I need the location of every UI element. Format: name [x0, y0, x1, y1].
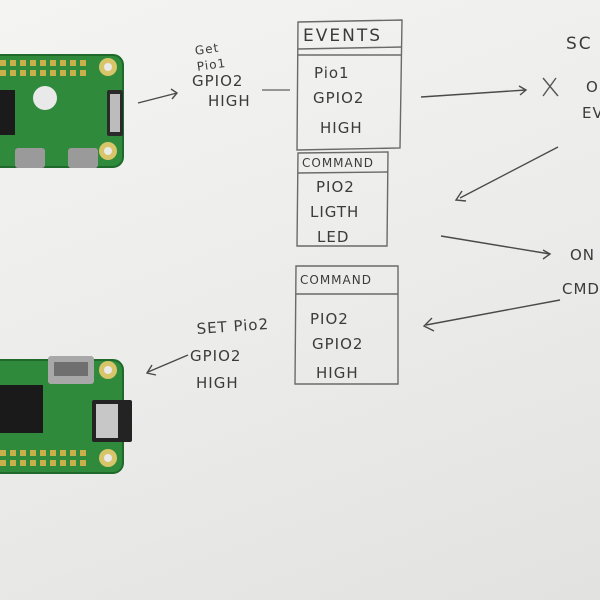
- cross-mark: [542, 77, 559, 97]
- arrow-label-to-bottom-board: [147, 354, 189, 373]
- command-box-1-line-3: LED: [317, 228, 350, 246]
- command-box-2-line-1: PIO2: [310, 310, 349, 328]
- command-box-2: [294, 265, 399, 385]
- arrow-command1-to-on: [440, 235, 551, 255]
- events-box-line-1: Pio1: [314, 64, 350, 82]
- pencil-boxes: [294, 19, 403, 385]
- left-top-label-line-3: GPIO2: [192, 72, 244, 90]
- command-box-1: [296, 151, 389, 247]
- command-box-2-line-3: HIGH: [316, 364, 359, 382]
- arrow-board-to-label: [137, 92, 178, 104]
- command-box-1-title: COMMAND: [302, 156, 374, 170]
- right-mid-label-line-1: ON: [570, 246, 596, 264]
- arrows: [137, 77, 561, 376]
- command-box-1-line-2: LIGTH: [310, 203, 360, 221]
- command-box-2-title: COMMAND: [300, 273, 372, 287]
- left-top-label-line-4: HIGH: [208, 92, 251, 110]
- arrow-right-to-command1: [459, 146, 559, 199]
- arrow-cmd-to-command2: [425, 299, 561, 326]
- command-box-2-line-2: GPIO2: [312, 335, 364, 353]
- events-box-line-2: GPIO2: [313, 89, 365, 107]
- right-top-label-line-3: EV: [582, 104, 600, 122]
- raspberry-pi-zero-bottom: [0, 356, 132, 474]
- right-mid-label-line-2: CMD: [562, 280, 600, 298]
- right-top-label-line-2: O: [586, 78, 599, 96]
- left-bottom-label-line-3: HIGH: [196, 374, 239, 392]
- events-box: [296, 19, 403, 151]
- events-box-title: EVENTS: [303, 26, 383, 46]
- events-box-line-3: HIGH: [320, 119, 363, 137]
- raspberry-pi-zero-top: [0, 54, 124, 168]
- command-box-1-line-1: PIO2: [316, 178, 355, 196]
- arrow-events-to-right: [420, 89, 527, 98]
- left-bottom-label-line-2: GPIO2: [190, 347, 242, 365]
- right-top-label-line-1: SC: [566, 34, 593, 54]
